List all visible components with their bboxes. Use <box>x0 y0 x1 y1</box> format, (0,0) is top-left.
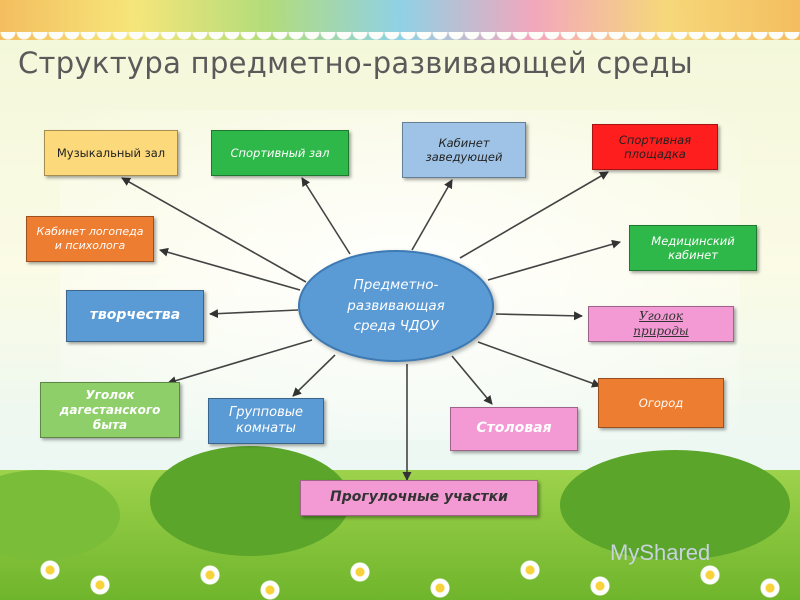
center-line-1: Предметно- <box>353 276 439 293</box>
node-walking-areas: Прогулочные участки <box>300 480 538 516</box>
node-nature-corner-line-2: природы <box>633 324 689 338</box>
node-music-hall: Музыкальный зал <box>44 130 178 176</box>
node-dagestan-corner: Уголок дагестанского быта <box>40 382 180 438</box>
center-node: Предметно- развивающая среда ЧДОУ <box>298 250 494 362</box>
node-sports-ground-line-2: площадка <box>624 147 686 161</box>
node-group-rooms-line-1: Групповые <box>228 404 304 420</box>
node-sports-ground-line-1: Спортивная <box>618 132 692 147</box>
flower-decoration <box>350 562 370 582</box>
node-dagestan-corner-line-1: Уголок <box>85 387 135 402</box>
node-walking-areas-label: Прогулочные участки <box>330 489 508 506</box>
node-medical-office: Медицинский кабинет <box>629 225 757 271</box>
node-sports-hall-label: Спортивный зал <box>230 145 330 160</box>
node-speech-office-line-1: Кабинет логопеда <box>36 225 144 239</box>
node-garden-label: Огород <box>638 395 684 410</box>
flower-decoration <box>40 560 60 580</box>
node-group-rooms: Групповые комнаты <box>208 398 324 444</box>
node-dagestan-corner-line-3: быта <box>92 417 128 432</box>
node-speech-office: Кабинет логопеда и психолога <box>26 216 154 262</box>
bush-right <box>560 450 790 560</box>
node-head-office: Кабинет заведующей <box>402 122 526 178</box>
node-medical-office-line-1: Медицинский <box>651 233 735 248</box>
arrow-to-garden <box>477 341 601 388</box>
node-nature-corner-line-1: Уголок <box>639 309 683 323</box>
slide-title: Структура предметно-развивающей среды <box>18 46 693 80</box>
flower-decoration <box>760 578 780 598</box>
node-dining-room-label: Столовая <box>476 420 552 437</box>
node-head-office-line-1: Кабинет <box>438 135 490 150</box>
flower-decoration <box>200 565 220 585</box>
arrow-to-creativity <box>209 309 299 319</box>
watermark-text: MyShared <box>610 540 711 565</box>
arrow-to-nature-corner <box>495 311 583 321</box>
flower-decoration <box>590 576 610 596</box>
arrow-to-group-rooms <box>292 354 336 397</box>
node-head-office-line-2: заведующей <box>425 150 503 164</box>
node-sports-ground: Спортивная площадка <box>592 124 718 170</box>
arrow-to-head-office <box>411 179 453 251</box>
flower-decoration <box>260 580 280 600</box>
arrow-to-sports-hall <box>301 177 351 255</box>
arrow-to-dining-room <box>451 355 493 405</box>
node-dining-room: Столовая <box>450 407 578 451</box>
node-speech-office-line-2: и психолога <box>54 239 126 252</box>
node-nature-corner: Уголок природы <box>588 306 734 342</box>
watermark-logo: MyShared <box>610 540 710 566</box>
node-dagestan-corner-line-2: дагестанского <box>59 402 161 417</box>
flower-decoration <box>700 565 720 585</box>
node-creativity-label: творчества <box>89 307 181 324</box>
center-line-2: развивающая <box>347 297 445 314</box>
decorative-top-border <box>0 0 800 48</box>
arrow-to-music-hall <box>121 177 307 283</box>
arrow-to-medical-office <box>487 239 621 281</box>
node-medical-office-line-2: кабинет <box>668 248 718 262</box>
flower-decoration <box>90 575 110 595</box>
arrow-to-dagestan-corner <box>167 339 313 386</box>
node-sports-hall: Спортивный зал <box>211 130 349 176</box>
node-music-hall-label: Музыкальный зал <box>56 145 166 160</box>
arrow-to-speech-office <box>159 247 301 291</box>
node-group-rooms-line-2: комнаты <box>236 421 296 436</box>
flower-decoration <box>430 578 450 598</box>
flower-decoration <box>520 560 540 580</box>
node-creativity: творчества <box>66 290 204 342</box>
node-garden: Огород <box>598 378 724 428</box>
center-line-3: среда ЧДОУ <box>353 318 439 335</box>
arrow-to-sports-ground <box>459 171 609 259</box>
